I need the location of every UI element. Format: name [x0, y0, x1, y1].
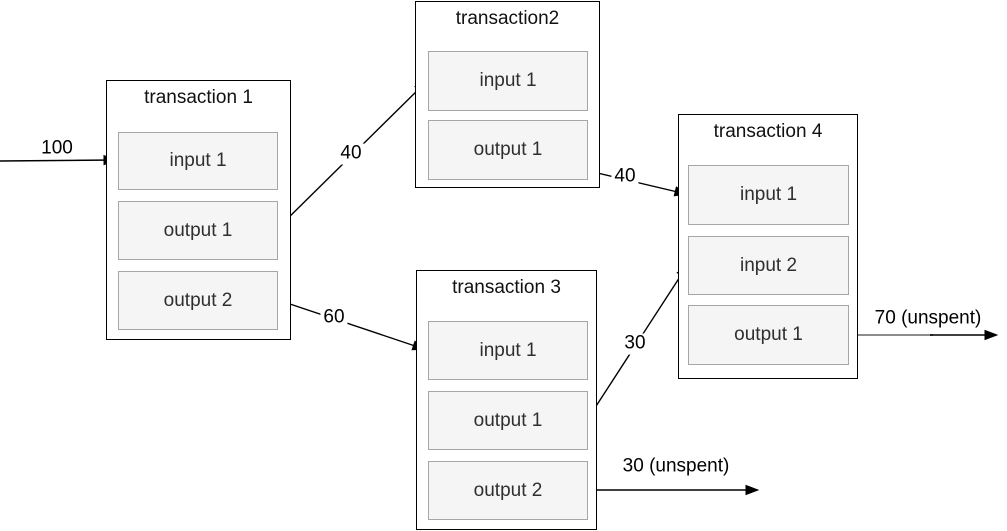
edge-label-30: 30 [621, 333, 649, 355]
transaction-4-input-2: input 2 [688, 236, 849, 295]
transaction-1-box: transaction 1 input 1 output 1 output 2 [106, 80, 291, 340]
transaction-2-input-1: input 1 [428, 51, 588, 111]
transaction-4-input-1: input 1 [688, 165, 849, 225]
edge-label-40-t2-t4: 40 [611, 166, 639, 188]
edge-label-70-unspent: 70 (unspent) [871, 308, 985, 330]
transaction-4-box: transaction 4 input 1 input 2 output 1 [678, 114, 858, 379]
transaction-2-output-1: output 1 [428, 120, 588, 180]
transaction-1-output-1: output 1 [118, 201, 278, 260]
transaction-3-output-1: output 1 [428, 391, 588, 450]
transaction-3-input-1: input 1 [428, 321, 588, 380]
edge-label-30-unspent: 30 (unspent) [619, 456, 733, 478]
transaction-1-title: transaction 1 [144, 87, 253, 108]
transaction-3-output-2: output 2 [428, 461, 588, 520]
arrow-60-t1-to-t3 [277, 299, 424, 349]
edge-label-40-t1-t2: 40 [337, 143, 365, 165]
transaction-1-input-1: input 1 [118, 132, 278, 190]
transaction-4-output-1: output 1 [688, 305, 849, 365]
transaction-2-title: transaction2 [455, 8, 560, 29]
edge-label-60: 60 [320, 307, 348, 329]
transaction-2-box: transaction2 input 1 output 1 [415, 1, 600, 188]
arrow-100-in [0, 160, 115, 161]
transaction-1-output-2: output 2 [118, 271, 278, 330]
edge-label-100: 100 [38, 138, 76, 160]
transaction-3-box: transaction 3 input 1 output 1 output 2 [416, 270, 597, 530]
transaction-3-title: transaction 3 [452, 277, 561, 298]
transaction-4-title: transaction 4 [713, 121, 823, 142]
